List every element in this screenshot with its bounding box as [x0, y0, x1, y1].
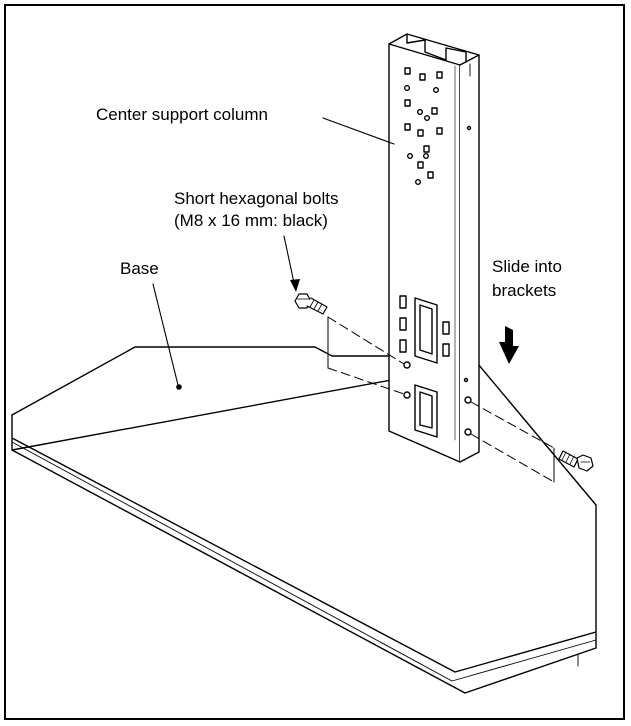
base-label: Base [120, 259, 159, 278]
center-support-column-label: Center support column [96, 105, 268, 124]
left-leader-arrowhead [290, 279, 300, 292]
slide-into-brackets-label-line1: Slide into [492, 257, 562, 276]
right-hex-bolt-icon [558, 450, 594, 472]
slide-into-brackets-label-line2: brackets [492, 281, 557, 300]
down-arrow-icon [499, 326, 519, 364]
left-hex-bolt-icon [294, 293, 328, 315]
base-plate [11, 346, 597, 694]
center-support-column [388, 33, 480, 463]
bolt-alignment-lines [327, 316, 555, 483]
short-hex-bolts-label-line2: (M8 x 16 mm: black) [174, 211, 328, 230]
leader-lines [152, 117, 395, 386]
short-hex-bolts-label-line1: Short hexagonal bolts [174, 189, 339, 208]
base-leader-dot [176, 384, 182, 390]
